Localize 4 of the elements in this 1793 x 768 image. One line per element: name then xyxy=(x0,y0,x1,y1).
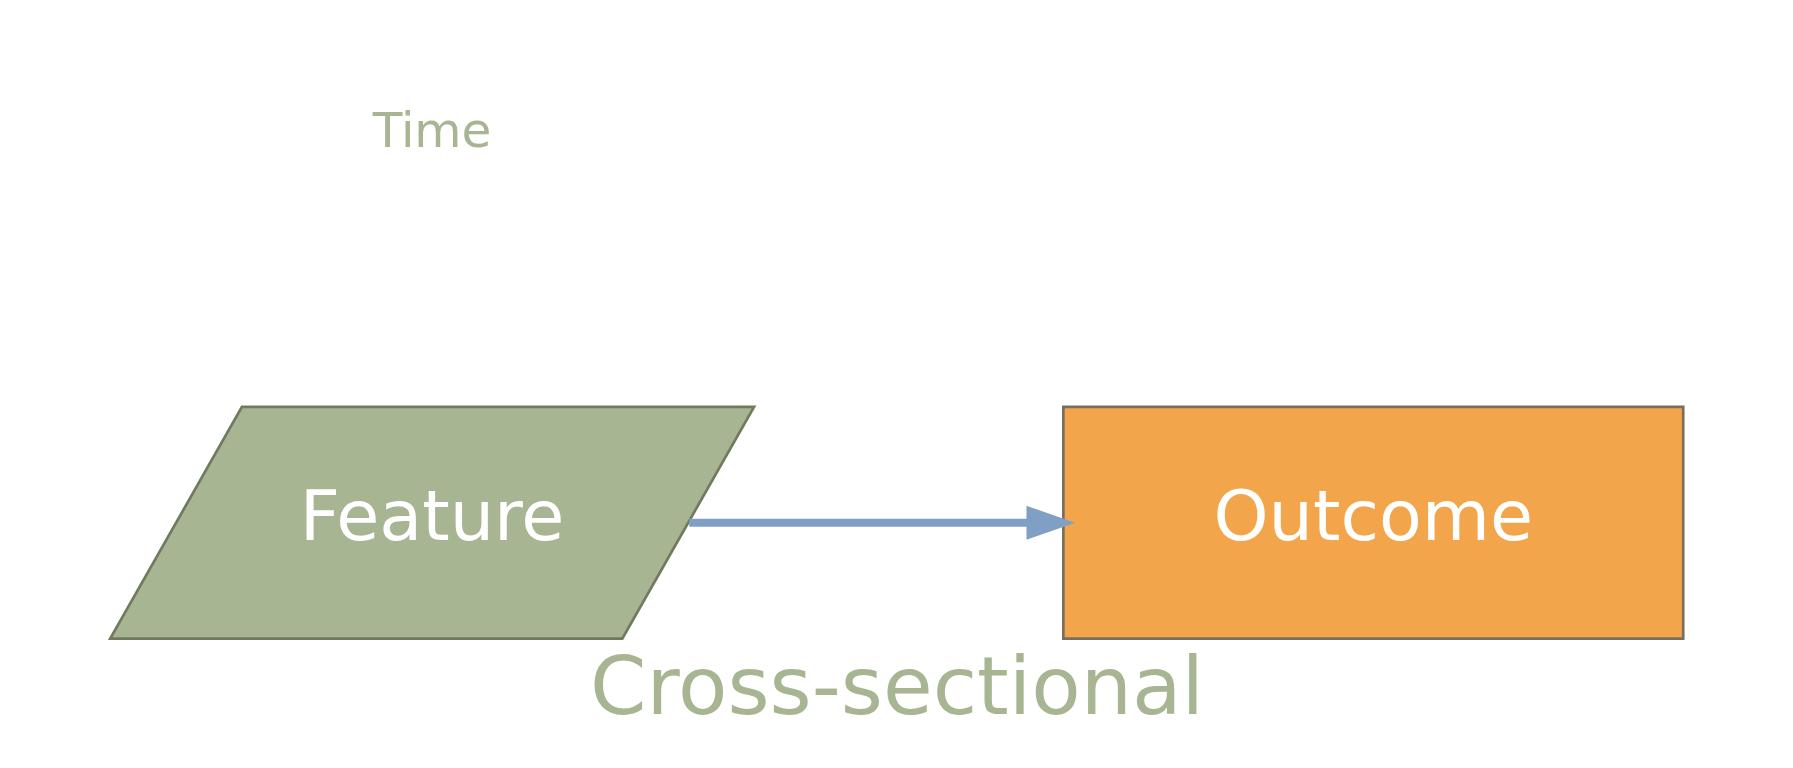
arrow xyxy=(688,505,1075,540)
caption: Cross-sectional xyxy=(589,639,1204,734)
label: Time xyxy=(372,101,491,158)
node-box: Outcome xyxy=(1061,405,1685,641)
